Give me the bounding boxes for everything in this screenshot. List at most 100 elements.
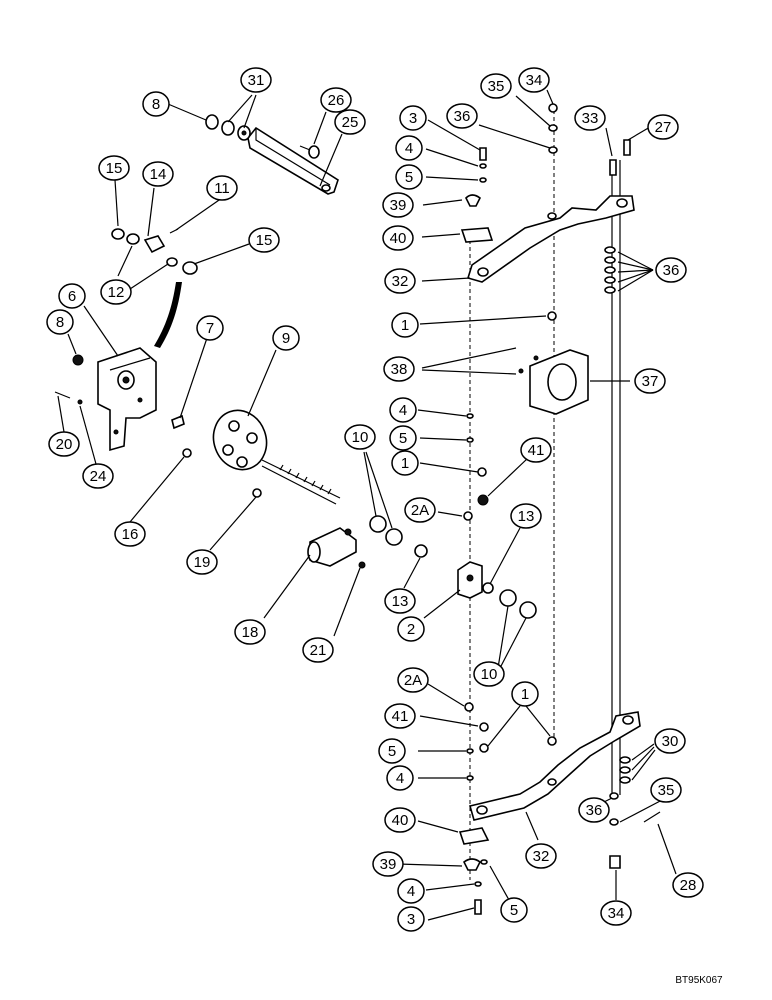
callout-5: 5: [389, 425, 417, 451]
assembly-arrow-part: [154, 282, 182, 348]
callout-circle: [384, 268, 416, 294]
callout-8: 8: [46, 309, 74, 335]
callout-label: 34: [526, 72, 543, 89]
callout-label: 5: [388, 743, 396, 760]
callout-30: 30: [654, 728, 686, 754]
callout-label: 11: [214, 180, 230, 197]
callout-37: 37: [634, 368, 666, 394]
callout-26: 26: [320, 87, 352, 113]
callout-4: 4: [397, 878, 425, 904]
callout-label: 20: [56, 436, 73, 453]
callout-circle: [58, 283, 86, 309]
callout-label: 36: [454, 108, 471, 125]
callout-label: 28: [680, 877, 697, 894]
callout-41: 41: [520, 437, 552, 463]
bushing-19-part: [252, 488, 262, 498]
washer-5-lower-part: [466, 748, 474, 754]
callout-label: 5: [399, 430, 407, 447]
upper-bracket-part: [247, 126, 339, 195]
bolt-39-lower-part: [462, 858, 482, 871]
callout-circle: [248, 227, 280, 253]
callout-label: 31: [248, 72, 265, 89]
drawing-code: BT95K067: [675, 975, 723, 986]
nut-10-lower-left-part: [499, 589, 517, 607]
callout-circle: [206, 175, 238, 201]
callout-circle: [480, 73, 512, 99]
washer-stack-36-part: [604, 246, 616, 294]
callout-2a: 2A: [404, 497, 436, 523]
callout-circle: [600, 900, 632, 926]
callout-label: 32: [392, 273, 409, 290]
callout-circle: [302, 637, 334, 663]
callout-4: 4: [386, 765, 414, 791]
callout-label: 10: [481, 666, 498, 683]
callout-35: 35: [480, 73, 512, 99]
leader-lines: [57, 89, 677, 921]
callout-36: 36: [446, 103, 478, 129]
callout-2: 2: [397, 616, 425, 642]
callout-circle: [574, 105, 606, 131]
callout-5: 5: [395, 164, 423, 190]
callout-label: 1: [521, 686, 529, 703]
callout-31: 31: [240, 67, 272, 93]
callout-7: 7: [196, 315, 224, 341]
motor-assembly-part: [307, 527, 366, 569]
callout-label: 33: [582, 110, 599, 127]
callout-circle: [382, 225, 414, 251]
callout-circle: [142, 91, 170, 117]
callout-label: 4: [407, 883, 415, 900]
washers-31-part: [205, 114, 251, 141]
callout-label: 35: [658, 782, 675, 799]
callout-circle: [511, 681, 539, 707]
bushing-1-lower-right-part: [547, 736, 557, 746]
upper-crank-arm-part: [466, 195, 635, 283]
nut-10-right-part: [385, 528, 403, 546]
bushing-1-lower-left-part: [479, 743, 489, 753]
callout-label: 7: [206, 320, 214, 337]
callout-6: 6: [58, 283, 86, 309]
callout-12: 12: [100, 279, 132, 305]
callout-label: 3: [407, 911, 415, 928]
callout-circle: [473, 661, 505, 687]
callout-circle: [82, 463, 114, 489]
callout-circle: [389, 397, 417, 423]
callout-circle: [397, 616, 425, 642]
nut-10-left-part: [369, 515, 387, 533]
callout-circle: [48, 431, 80, 457]
callout-label: 27: [655, 119, 672, 136]
callout-9: 9: [272, 325, 300, 351]
callout-circle: [272, 325, 300, 351]
callout-20: 20: [48, 431, 80, 457]
callout-11: 11: [206, 175, 238, 201]
callout-34: 34: [600, 900, 632, 926]
callout-label: 38: [391, 361, 408, 378]
upper-right-hardware-part: [460, 103, 631, 243]
callout-label: 41: [392, 708, 409, 725]
nut-8-part: [72, 354, 84, 366]
callout-18: 18: [234, 619, 266, 645]
callout-39: 39: [382, 192, 414, 218]
callout-label: 37: [642, 373, 659, 390]
callout-label: 12: [108, 284, 125, 301]
callout-circle: [234, 619, 266, 645]
callout-label: 34: [608, 905, 625, 922]
callout-circle: [520, 437, 552, 463]
callout-label: 39: [390, 197, 407, 214]
callout-label: 10: [352, 429, 369, 446]
mounting-plate-part: [97, 347, 157, 452]
callout-39: 39: [372, 851, 404, 877]
callout-circle: [650, 777, 682, 803]
callout-circle: [391, 312, 419, 338]
bolt-20-part: [54, 391, 71, 399]
callout-circle: [672, 872, 704, 898]
callout-label: 8: [152, 96, 160, 113]
callout-circle: [518, 67, 550, 93]
callout-label: 5: [510, 902, 518, 919]
washer-5-bottom-part: [480, 859, 488, 865]
callout-32: 32: [525, 843, 557, 869]
callout-33: 33: [574, 105, 606, 131]
washer-5-mid-part: [466, 437, 474, 443]
lower-crank-arm-part: [469, 711, 641, 821]
callout-circle: [525, 843, 557, 869]
